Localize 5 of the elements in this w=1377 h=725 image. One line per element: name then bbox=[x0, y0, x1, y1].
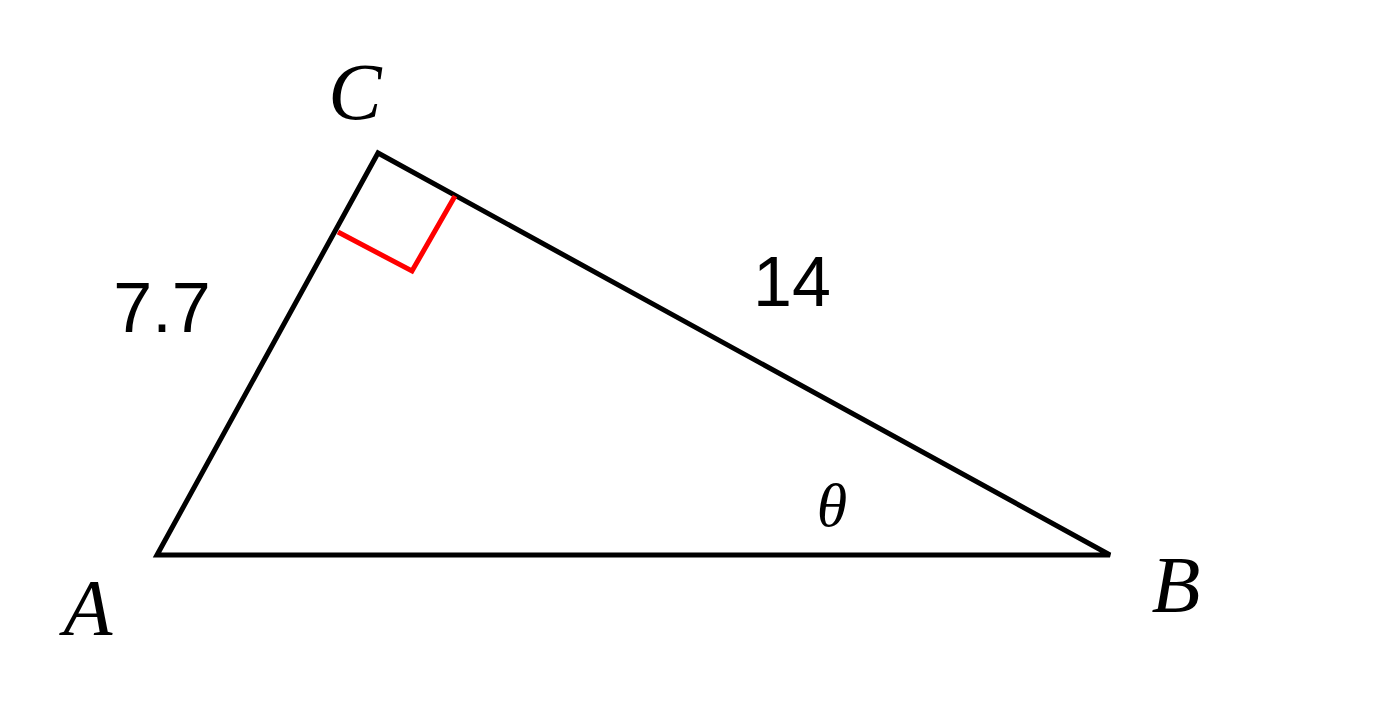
side-length-label: 14 bbox=[753, 247, 831, 317]
vertex-label: C bbox=[328, 52, 382, 132]
angle-label: θ bbox=[816, 474, 848, 536]
side-length-label: 7.7 bbox=[113, 273, 211, 343]
vertex-label: B bbox=[1151, 545, 1201, 625]
